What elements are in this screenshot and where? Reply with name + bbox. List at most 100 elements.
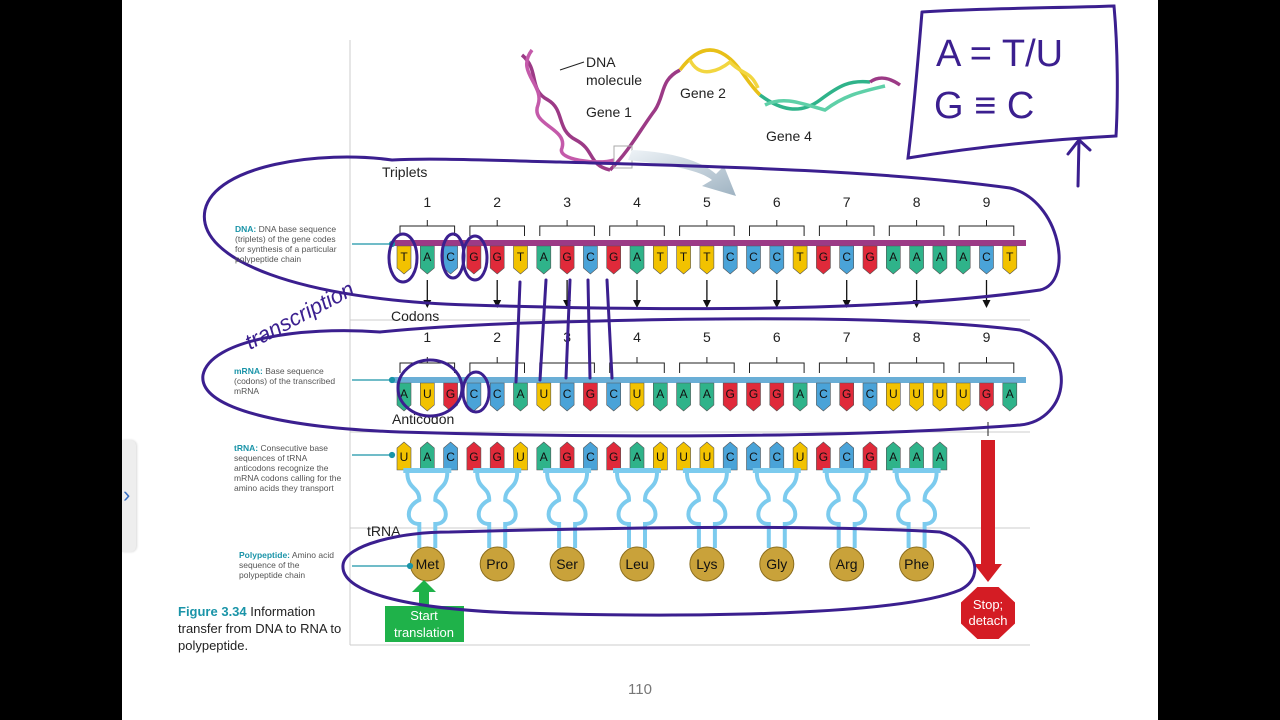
dna-base-25-letter: A <box>959 250 967 264</box>
trna-7-base-1-letter: G <box>819 450 828 464</box>
dna-base-26-letter: C <box>982 250 991 264</box>
dna-base-11-shape <box>629 245 645 275</box>
dna-base-22: A <box>885 245 901 275</box>
codon-number-8: 8 <box>913 329 921 345</box>
triplet-number-4: 4 <box>633 194 641 210</box>
dna-base-17-shape <box>769 245 785 275</box>
dna-base-7: A <box>536 245 552 275</box>
mrna-base-16: G <box>746 382 761 412</box>
polypeptide-panel-label: Polypeptide: Amino acid sequence of the … <box>239 550 334 580</box>
mrna-base-16-letter: G <box>749 387 758 401</box>
dna-base-21: G <box>862 245 878 275</box>
trna-label: tRNA <box>367 523 401 539</box>
mrna-base-12-letter: A <box>656 387 664 401</box>
mrna-base-11-shape <box>629 382 645 412</box>
mrna-base-25-letter: U <box>959 387 968 401</box>
dna-base-6-letter: T <box>517 250 525 264</box>
mrna-backbone <box>392 377 1026 383</box>
mrna-base-19: C <box>816 382 831 412</box>
trna-2-base-3: U <box>513 441 528 471</box>
mrna-bracket-4 <box>609 357 665 373</box>
dna-base-20-letter: C <box>842 250 851 264</box>
trna-2-top <box>473 468 522 473</box>
trna-6-base-3-shape <box>792 441 808 471</box>
mrna-base-19-letter: C <box>819 387 828 401</box>
triplet-number-6: 6 <box>773 194 781 210</box>
triplet-number-1: 1 <box>423 194 431 210</box>
mrna-panel-label: mRNA: Base sequence (codons) of the tran… <box>234 366 336 396</box>
mrna-base-7-letter: U <box>539 387 548 401</box>
trna-3-base-2-letter: G <box>562 450 571 464</box>
dna-base-17: C <box>769 245 785 275</box>
dna-bracket-9 <box>958 220 1015 236</box>
dna-base-2: A <box>419 245 435 275</box>
stop-label-line1: Stop; <box>973 597 1003 612</box>
dna-base-13-letter: T <box>680 250 688 264</box>
dna-label-line1: DNA <box>586 54 616 70</box>
triplet-number-3: 3 <box>563 194 571 210</box>
mrna-base-9-shape <box>583 382 598 412</box>
mrna-bracket-5 <box>679 357 735 373</box>
dna-base-19: G <box>816 245 831 275</box>
mrna-base-14-shape <box>699 382 715 412</box>
mrna-base-21-letter: C <box>866 387 875 401</box>
dna-base-9-shape <box>583 245 598 275</box>
mrna-base-8: C <box>559 382 575 412</box>
trna-1-base-3: C <box>443 441 458 471</box>
amino-acid-2-label: Pro <box>486 556 508 572</box>
dna-base-7-shape <box>536 245 552 275</box>
dna-bracket-6 <box>749 220 805 236</box>
dna-base-8-letter: G <box>562 250 571 264</box>
dna-base-13: T <box>676 245 691 275</box>
dna-base-27-letter: T <box>1006 250 1014 264</box>
mrna-base-20: G <box>839 382 855 412</box>
mrna-base-14-letter: A <box>703 387 711 401</box>
trna-4-base-1: G <box>606 441 622 471</box>
dna-base-1-letter: T <box>400 250 408 264</box>
trna-panel-label: tRNA: Consecutive base sequences of tRNA… <box>234 443 342 493</box>
handwritten-annotations <box>201 4 1119 617</box>
transcription-arrow-head-5 <box>702 300 711 308</box>
trna-2-base-1-letter: G <box>469 450 478 464</box>
codon-number-5: 5 <box>703 329 711 345</box>
dna-bracket-3 <box>539 220 595 236</box>
side-panel-toggle[interactable]: › <box>122 440 136 552</box>
amino-acid-8-bead <box>899 546 935 582</box>
trna-2-base-1: G <box>466 441 482 471</box>
stop-detach-marker: Stop; detach <box>959 422 1017 641</box>
trna-8-body <box>894 471 939 548</box>
dna-base-24-shape <box>932 245 948 275</box>
dna-brackets <box>399 220 1015 236</box>
trna-3-base-3: C <box>583 441 598 471</box>
amino-acid-1: Met <box>409 546 445 582</box>
figure-caption: Figure 3.34 Information transfer from DN… <box>178 604 342 653</box>
trna-8-base-3: A <box>932 441 948 471</box>
mrna-base-19-shape <box>816 382 831 412</box>
triplets-label: Triplets <box>382 164 427 180</box>
gene4-label: Gene 4 <box>766 128 812 144</box>
dna-base-4-letter: G <box>469 250 478 264</box>
mrna-base-14: A <box>699 382 715 412</box>
mrna-base-8-letter: C <box>563 387 572 401</box>
dna-base-27-shape <box>1002 245 1018 275</box>
mrna-base-25-shape <box>955 382 971 412</box>
trna-5-base-2-letter: U <box>703 450 712 464</box>
dna-bracket-4 <box>609 220 665 236</box>
mrna-base-25: U <box>955 382 971 412</box>
mrna-base-17-shape <box>769 382 785 412</box>
zoom-arrow <box>628 150 736 196</box>
dna-base-10-shape <box>606 245 622 275</box>
trna-4-base-1-letter: G <box>609 450 618 464</box>
mrna-base-22-shape <box>885 382 901 412</box>
dna-bracket-5 <box>679 220 735 236</box>
dna-base-23-letter: A <box>913 250 921 264</box>
trna-7-base-3-shape <box>862 441 878 471</box>
dna-base-20-shape <box>839 245 855 275</box>
mrna-base-13-shape <box>676 382 691 412</box>
